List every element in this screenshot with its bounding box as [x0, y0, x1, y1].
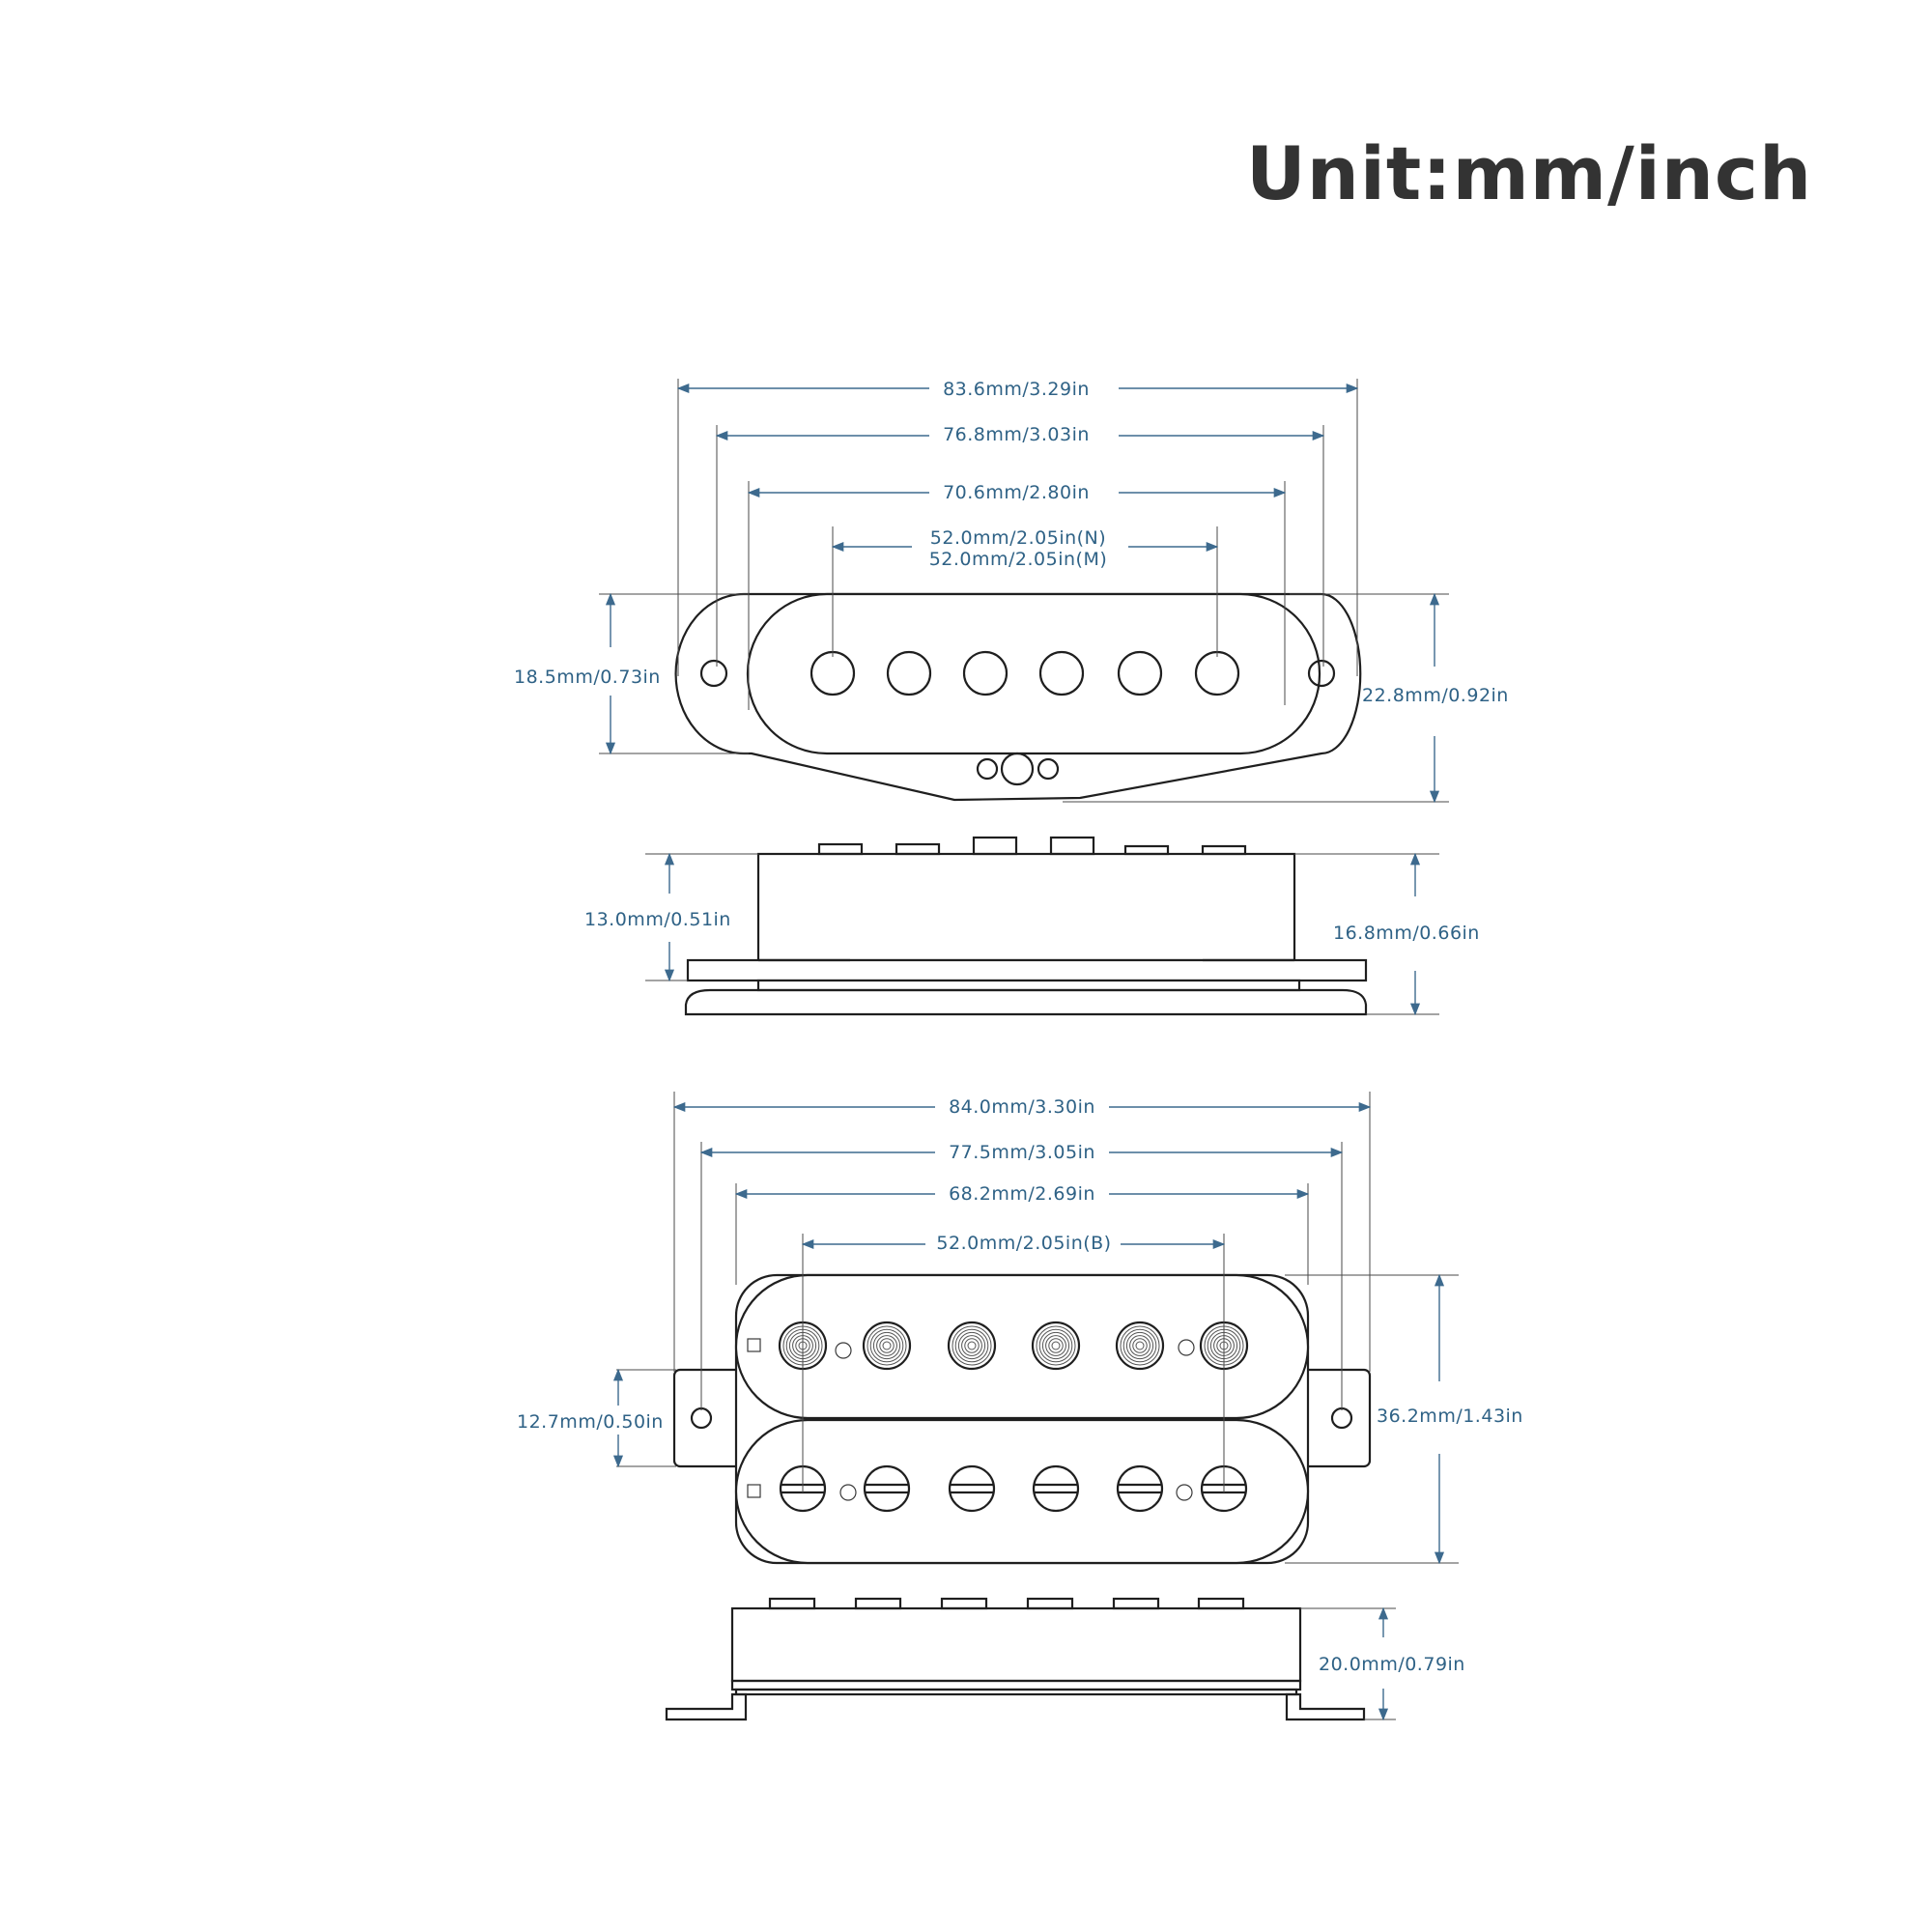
- single-coil-width-with-tab-label: 22.8mm/0.92in: [1362, 685, 1509, 706]
- humbucker-cover-length-label: 68.2mm/2.69in: [949, 1183, 1095, 1205]
- single-coil-side-body: [756, 852, 1296, 962]
- humbucker-coil-top: [734, 1273, 1310, 1420]
- humbucker-mount-hole-right: [1330, 1406, 1353, 1430]
- single-coil-cover: [746, 592, 1321, 755]
- humbucker-mount-hole-spacing-label: 77.5mm/3.05in: [949, 1142, 1095, 1163]
- single-coil-lead-hole: [1037, 757, 1060, 781]
- single-coil-pole-spacing-n-label: 52.0mm/2.05in(N): [930, 527, 1106, 549]
- single-coil-side-flange: [686, 958, 1368, 982]
- humbucker-slotted-screw: [948, 1464, 996, 1513]
- humbucker-side-pole-top: [1026, 1597, 1074, 1610]
- humbucker-side-pole-top: [1197, 1597, 1245, 1610]
- humbucker-side-cover: [730, 1606, 1302, 1683]
- humbucker-adjustable-pole: [947, 1321, 997, 1371]
- single-coil-side-pole-top: [1049, 836, 1095, 856]
- humbucker-slotted-screw: [1116, 1464, 1164, 1513]
- humbucker-ear-width-label: 12.7mm/0.50in: [517, 1411, 664, 1433]
- humbucker-side-pole-tops: [768, 1597, 1245, 1610]
- humbucker-side-view: 20.0mm/0.79in: [665, 1597, 1465, 1721]
- humbucker-side-right-foot: [1285, 1692, 1366, 1721]
- single-coil-overall-length-label: 83.6mm/3.29in: [943, 379, 1090, 400]
- humbucker-coil-bottom: [734, 1418, 1310, 1565]
- humbucker-overall-length-label: 84.0mm/3.30in: [949, 1096, 1095, 1118]
- single-coil-side-pole-top: [1123, 844, 1170, 856]
- single-coil-side-baseplate: [684, 988, 1368, 1016]
- humbucker-side-base: [734, 1688, 1298, 1696]
- single-coil-cover-length-label: 70.6mm/2.80in: [943, 482, 1090, 503]
- single-coil-mount-hole-left: [699, 659, 728, 688]
- unit-title: Unit:mm/inch: [1246, 130, 1813, 216]
- single-coil-mount-hole-spacing-label: 76.8mm/3.03in: [943, 424, 1090, 445]
- single-coil-side-pole-top: [1201, 844, 1247, 856]
- single-coil-side-pole-tops: [817, 836, 1247, 856]
- single-coil-mount-hole-right: [1307, 659, 1336, 688]
- single-coil-total-height-label: 16.8mm/0.66in: [1333, 923, 1480, 944]
- humbucker-adjustable-pole: [1031, 1321, 1081, 1371]
- humbucker-slotted-screw: [1032, 1464, 1080, 1513]
- single-coil-cover-height-label: 13.0mm/0.51in: [584, 909, 731, 930]
- single-coil-side-pole-top: [817, 842, 864, 856]
- humbucker-side-left-foot: [665, 1692, 748, 1721]
- single-coil-lead-hole-center: [1000, 752, 1035, 786]
- single-coil-side-view: 13.0mm/0.51in 16.8mm/0.66in: [584, 836, 1480, 1016]
- humbucker-side-pole-top: [940, 1597, 988, 1610]
- humbucker-pole-spacing-b-label: 52.0mm/2.05in(B): [936, 1233, 1111, 1254]
- single-coil-pole-piece: [1117, 650, 1163, 696]
- single-coil-side-mid-plate: [756, 979, 1301, 992]
- single-coil-pole-spacing-m-label: 52.0mm/2.05in(M): [929, 549, 1108, 570]
- single-coil-top-view: 83.6mm/3.29in 76.8mm/3.03in 70.6mm/2.80i…: [514, 379, 1509, 804]
- humbucker-height-label: 20.0mm/0.79in: [1319, 1654, 1465, 1675]
- humbucker-side-pole-top: [854, 1597, 902, 1610]
- humbucker-side-pole-top: [1112, 1597, 1160, 1610]
- humbucker-side-pole-top: [768, 1597, 816, 1610]
- single-coil-cover-width-label: 18.5mm/0.73in: [514, 667, 661, 688]
- humbucker-top-view: 84.0mm/3.30in 77.5mm/3.05in 68.2mm/2.69i…: [517, 1092, 1523, 1565]
- humbucker-side-spacer: [730, 1679, 1302, 1691]
- single-coil-side-pole-top: [895, 842, 941, 856]
- humbucker-mount-hole-left: [690, 1406, 713, 1430]
- single-coil-lead-hole: [976, 757, 999, 781]
- humbucker-adjustable-pole: [862, 1321, 912, 1371]
- single-coil-pole-piece: [962, 650, 1009, 696]
- humbucker-adjustable-pole: [1115, 1321, 1165, 1371]
- humbucker-slotted-screw: [863, 1464, 911, 1513]
- single-coil-pole-piece: [886, 650, 932, 696]
- humbucker-width-label: 36.2mm/1.43in: [1377, 1406, 1523, 1427]
- single-coil-side-pole-top: [972, 836, 1018, 856]
- single-coil-baseplate: [674, 592, 1362, 802]
- single-coil-pole-piece: [1038, 650, 1085, 696]
